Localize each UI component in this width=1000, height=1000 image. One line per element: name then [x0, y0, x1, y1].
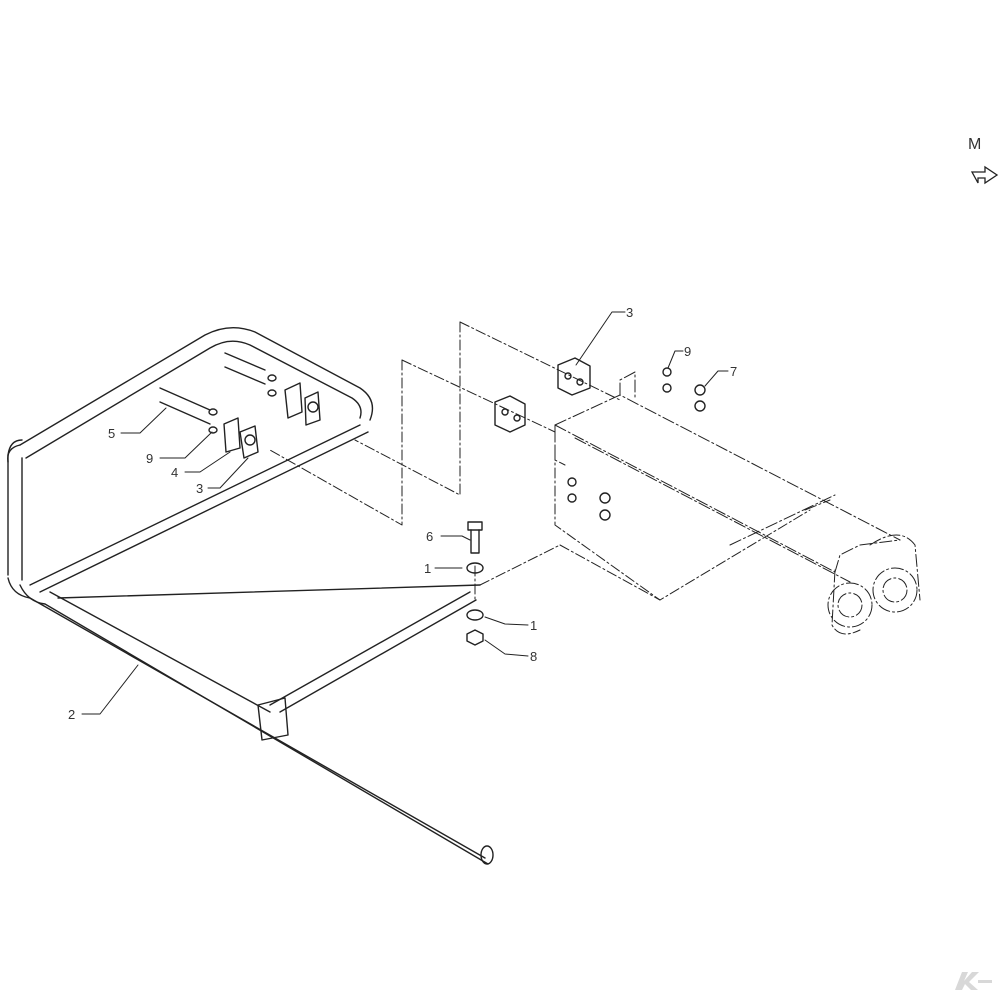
callout-label: 2 [68, 707, 76, 722]
assembly-lines [269, 321, 811, 601]
callout-label: 6 [426, 529, 434, 544]
callout-label: 8 [530, 649, 538, 664]
clamp-parts-right [494, 357, 591, 433]
callout-label: 1 [530, 618, 538, 633]
callout-label: 7 [730, 364, 738, 379]
callout-label: 3 [626, 305, 634, 320]
callout-label: 4 [171, 465, 179, 480]
bolts-left [159, 352, 277, 434]
fasteners-right [567, 367, 706, 521]
callout-label: 9 [146, 451, 154, 466]
mounting-beam [554, 371, 921, 635]
callout-label: 3 [196, 481, 204, 496]
sheet-corner-letter: M [968, 136, 982, 153]
brand-logo-icon [955, 972, 992, 990]
callout-label: 1 [424, 561, 432, 576]
direction-arrow-icon [970, 165, 999, 185]
callout-label: 5 [108, 426, 116, 441]
clamp-parts-left [223, 382, 321, 459]
callout-label: 9 [684, 344, 692, 359]
handle-frame [7, 327, 494, 865]
leader-lines [81, 311, 729, 715]
pivot-bolt-stack [466, 521, 484, 646]
